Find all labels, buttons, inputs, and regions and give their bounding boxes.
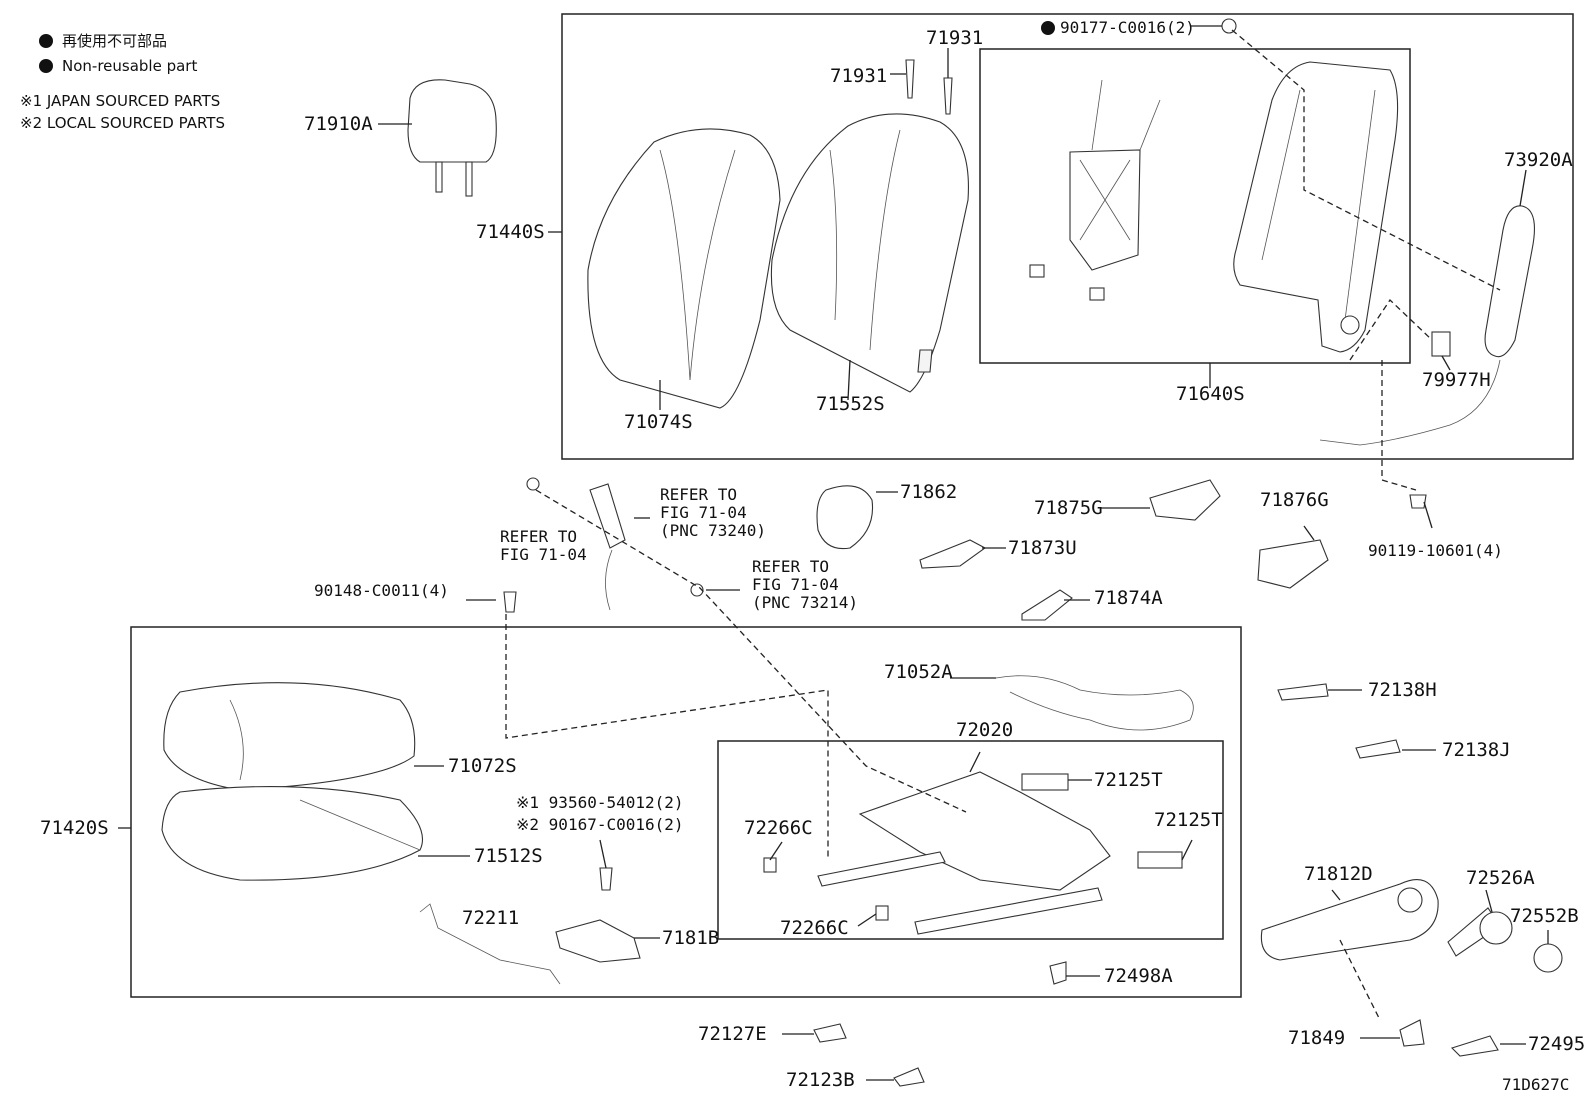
refer-buckle-line1: REFER TO	[660, 485, 737, 504]
callout-trim-71874a: 71874A	[1094, 587, 1163, 609]
callout-trim-71862: 71862	[900, 481, 957, 503]
refer-left-line1: REFER TO	[500, 527, 577, 546]
seatback-group-box	[561, 13, 1574, 460]
callout-cover-71849: 71849	[1288, 1027, 1345, 1049]
callout-cap: 72552B	[1510, 905, 1579, 927]
refer-buckle-line3: (PNC 73240)	[660, 521, 766, 540]
trim-part	[1021, 589, 1073, 621]
knob-part	[1447, 907, 1513, 957]
refer-left-line2: FIG 71-04	[500, 545, 587, 564]
callout-nut: 90177-C0016(2)	[1060, 18, 1195, 37]
clip-part	[1049, 961, 1067, 985]
callout-trim-71876g: 71876G	[1260, 489, 1329, 511]
wire-part	[419, 903, 561, 985]
side-airbag-part	[1319, 205, 1535, 446]
bullet-icon	[39, 59, 53, 73]
seatback-pad-part	[770, 113, 969, 393]
trim-part	[816, 485, 874, 550]
cushion-cover-part	[163, 682, 416, 791]
figure-code: 71D627C	[1502, 1075, 1569, 1094]
callout-cover-72127e: 72127E	[698, 1023, 767, 1045]
callout-bolt-cushion: 90148-C0011(4)	[314, 581, 449, 600]
lumbar-support-part	[1029, 79, 1161, 301]
callout-trim-71875g: 71875G	[1034, 497, 1103, 519]
screw-part	[599, 867, 613, 891]
refer-right-line2: FIG 71-04	[752, 575, 839, 594]
legend-note-1: ※1 JAPAN SOURCED PARTS	[20, 92, 220, 110]
cushion-group-box	[130, 626, 1242, 998]
seat-adjuster-part	[763, 771, 1183, 935]
callout-screw-b: 71931	[830, 65, 887, 87]
assembly-lines	[505, 29, 1501, 1021]
callout-clip-72138j: 72138J	[1442, 739, 1511, 761]
seatback-frame-part	[1233, 61, 1399, 353]
callout-clip-72138h: 72138H	[1368, 679, 1437, 701]
callout-wire-72211: 72211	[462, 907, 519, 929]
callouts: 71910A 71440S 71074S 71552S 71931 71931 …	[40, 18, 1585, 1094]
callout-clip-72266c-a: 72266C	[744, 817, 813, 839]
bolt-part	[503, 591, 517, 613]
bolt-part	[1409, 494, 1427, 509]
screw-part	[905, 59, 953, 115]
clip-part	[1355, 739, 1401, 759]
trim-part	[919, 539, 987, 569]
callout-clip-72498a: 72498A	[1104, 965, 1173, 987]
clip-part	[1277, 683, 1329, 701]
cover-part	[813, 1023, 847, 1043]
callout-label: 79977H	[1422, 369, 1491, 391]
label-part	[1431, 331, 1451, 357]
callout-cushion-cover: 71072S	[448, 755, 517, 777]
callout-bolt-back: 90119-10601(4)	[1368, 541, 1503, 560]
callout-adjuster-cover-b: 72125T	[1154, 809, 1223, 831]
non-reusable-bullet-icon	[1041, 21, 1055, 35]
callout-knob: 72526A	[1466, 867, 1535, 889]
callout-screw-jp: ※1 93560-54012(2)	[516, 793, 684, 812]
harness-part	[995, 675, 1194, 731]
callout-screw-a: 71931	[926, 27, 983, 49]
cushion-pad-part	[161, 786, 424, 881]
callout-trim-71873u: 71873U	[1008, 537, 1077, 559]
callout-adjuster: 72020	[956, 719, 1013, 741]
legend-jp: 再使用不可部品	[62, 32, 167, 50]
bracket-part	[555, 919, 641, 963]
headrest-part	[407, 79, 497, 197]
trim-part	[1257, 539, 1329, 589]
callout-seatback-assy: 71440S	[476, 221, 545, 243]
bullet-icon	[39, 34, 53, 48]
trim-part	[1149, 479, 1221, 521]
buckle-part	[526, 477, 704, 611]
refer-right-line1: REFER TO	[752, 557, 829, 576]
cap-part	[1533, 943, 1563, 973]
cover-part	[1450, 1035, 1499, 1057]
refer-right-line3: (PNC 73214)	[752, 593, 858, 612]
side-shield-part	[1260, 879, 1439, 961]
callout-bracket: 7181B	[662, 927, 719, 949]
callout-cover-72495: 72495	[1528, 1033, 1585, 1055]
callout-seatback-pad: 71552S	[816, 393, 885, 415]
cover-part	[893, 1067, 925, 1087]
callout-harness: 71052A	[884, 661, 953, 683]
frame-subgroup-box	[979, 48, 1411, 364]
legend-note-2: ※2 LOCAL SOURCED PARTS	[20, 114, 225, 132]
cover-part	[1399, 1019, 1425, 1047]
legend-en: Non-reusable part	[62, 57, 197, 75]
legend: 再使用不可部品 Non-reusable part ※1 JAPAN SOURC…	[20, 32, 225, 132]
callout-screw-local: ※2 90167-C0016(2)	[516, 815, 684, 834]
callout-headrest: 71910A	[304, 113, 373, 135]
callout-seatback-cover: 71074S	[624, 411, 693, 433]
callout-cushion-assy: 71420S	[40, 817, 109, 839]
seatback-cover-part	[587, 128, 781, 409]
callout-airbag: 73920A	[1504, 149, 1573, 171]
callout-frame: 71640S	[1176, 383, 1245, 405]
adjuster-subgroup-box	[717, 740, 1224, 940]
callout-cushion-pad: 71512S	[474, 845, 543, 867]
callout-adjuster-cover-a: 72125T	[1094, 769, 1163, 791]
callout-side-shield: 71812D	[1304, 863, 1373, 885]
refer-buckle-line2: FIG 71-04	[660, 503, 747, 522]
callout-clip-72266c-b: 72266C	[780, 917, 849, 939]
leader-lines	[118, 25, 1549, 1081]
callout-cover-72123b: 72123B	[786, 1069, 855, 1091]
